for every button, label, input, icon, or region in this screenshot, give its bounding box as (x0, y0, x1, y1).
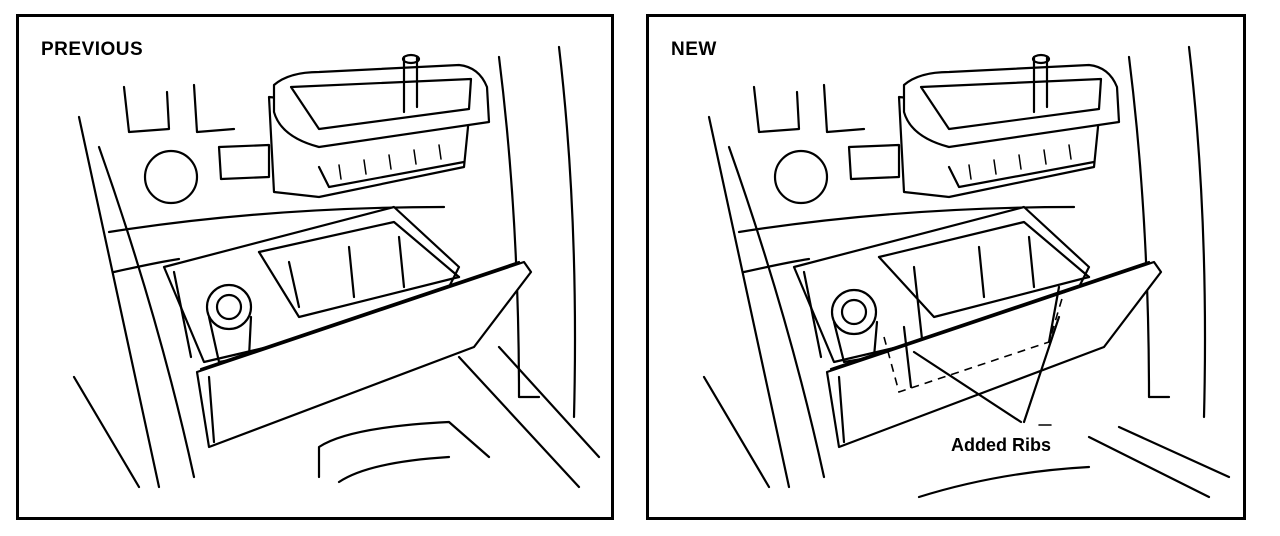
panel-new: NEW (646, 14, 1246, 520)
upper-ashtray (897, 53, 1121, 199)
panel-title-new: NEW (671, 39, 717, 60)
upper-ashtray (267, 53, 491, 199)
console-background (702, 45, 1231, 499)
ashtray-illustration-new (702, 45, 1231, 499)
panel-previous: PREVIOUS (16, 14, 614, 520)
lower-ashtray (792, 205, 1163, 449)
console-background (72, 45, 601, 489)
ashtray-illustration-previous (72, 45, 601, 489)
callout-lines (912, 315, 1061, 426)
panel-title-previous: PREVIOUS (41, 39, 144, 60)
added-ribs-label: Added Ribs (951, 435, 1052, 455)
lower-ashtray (162, 205, 533, 449)
